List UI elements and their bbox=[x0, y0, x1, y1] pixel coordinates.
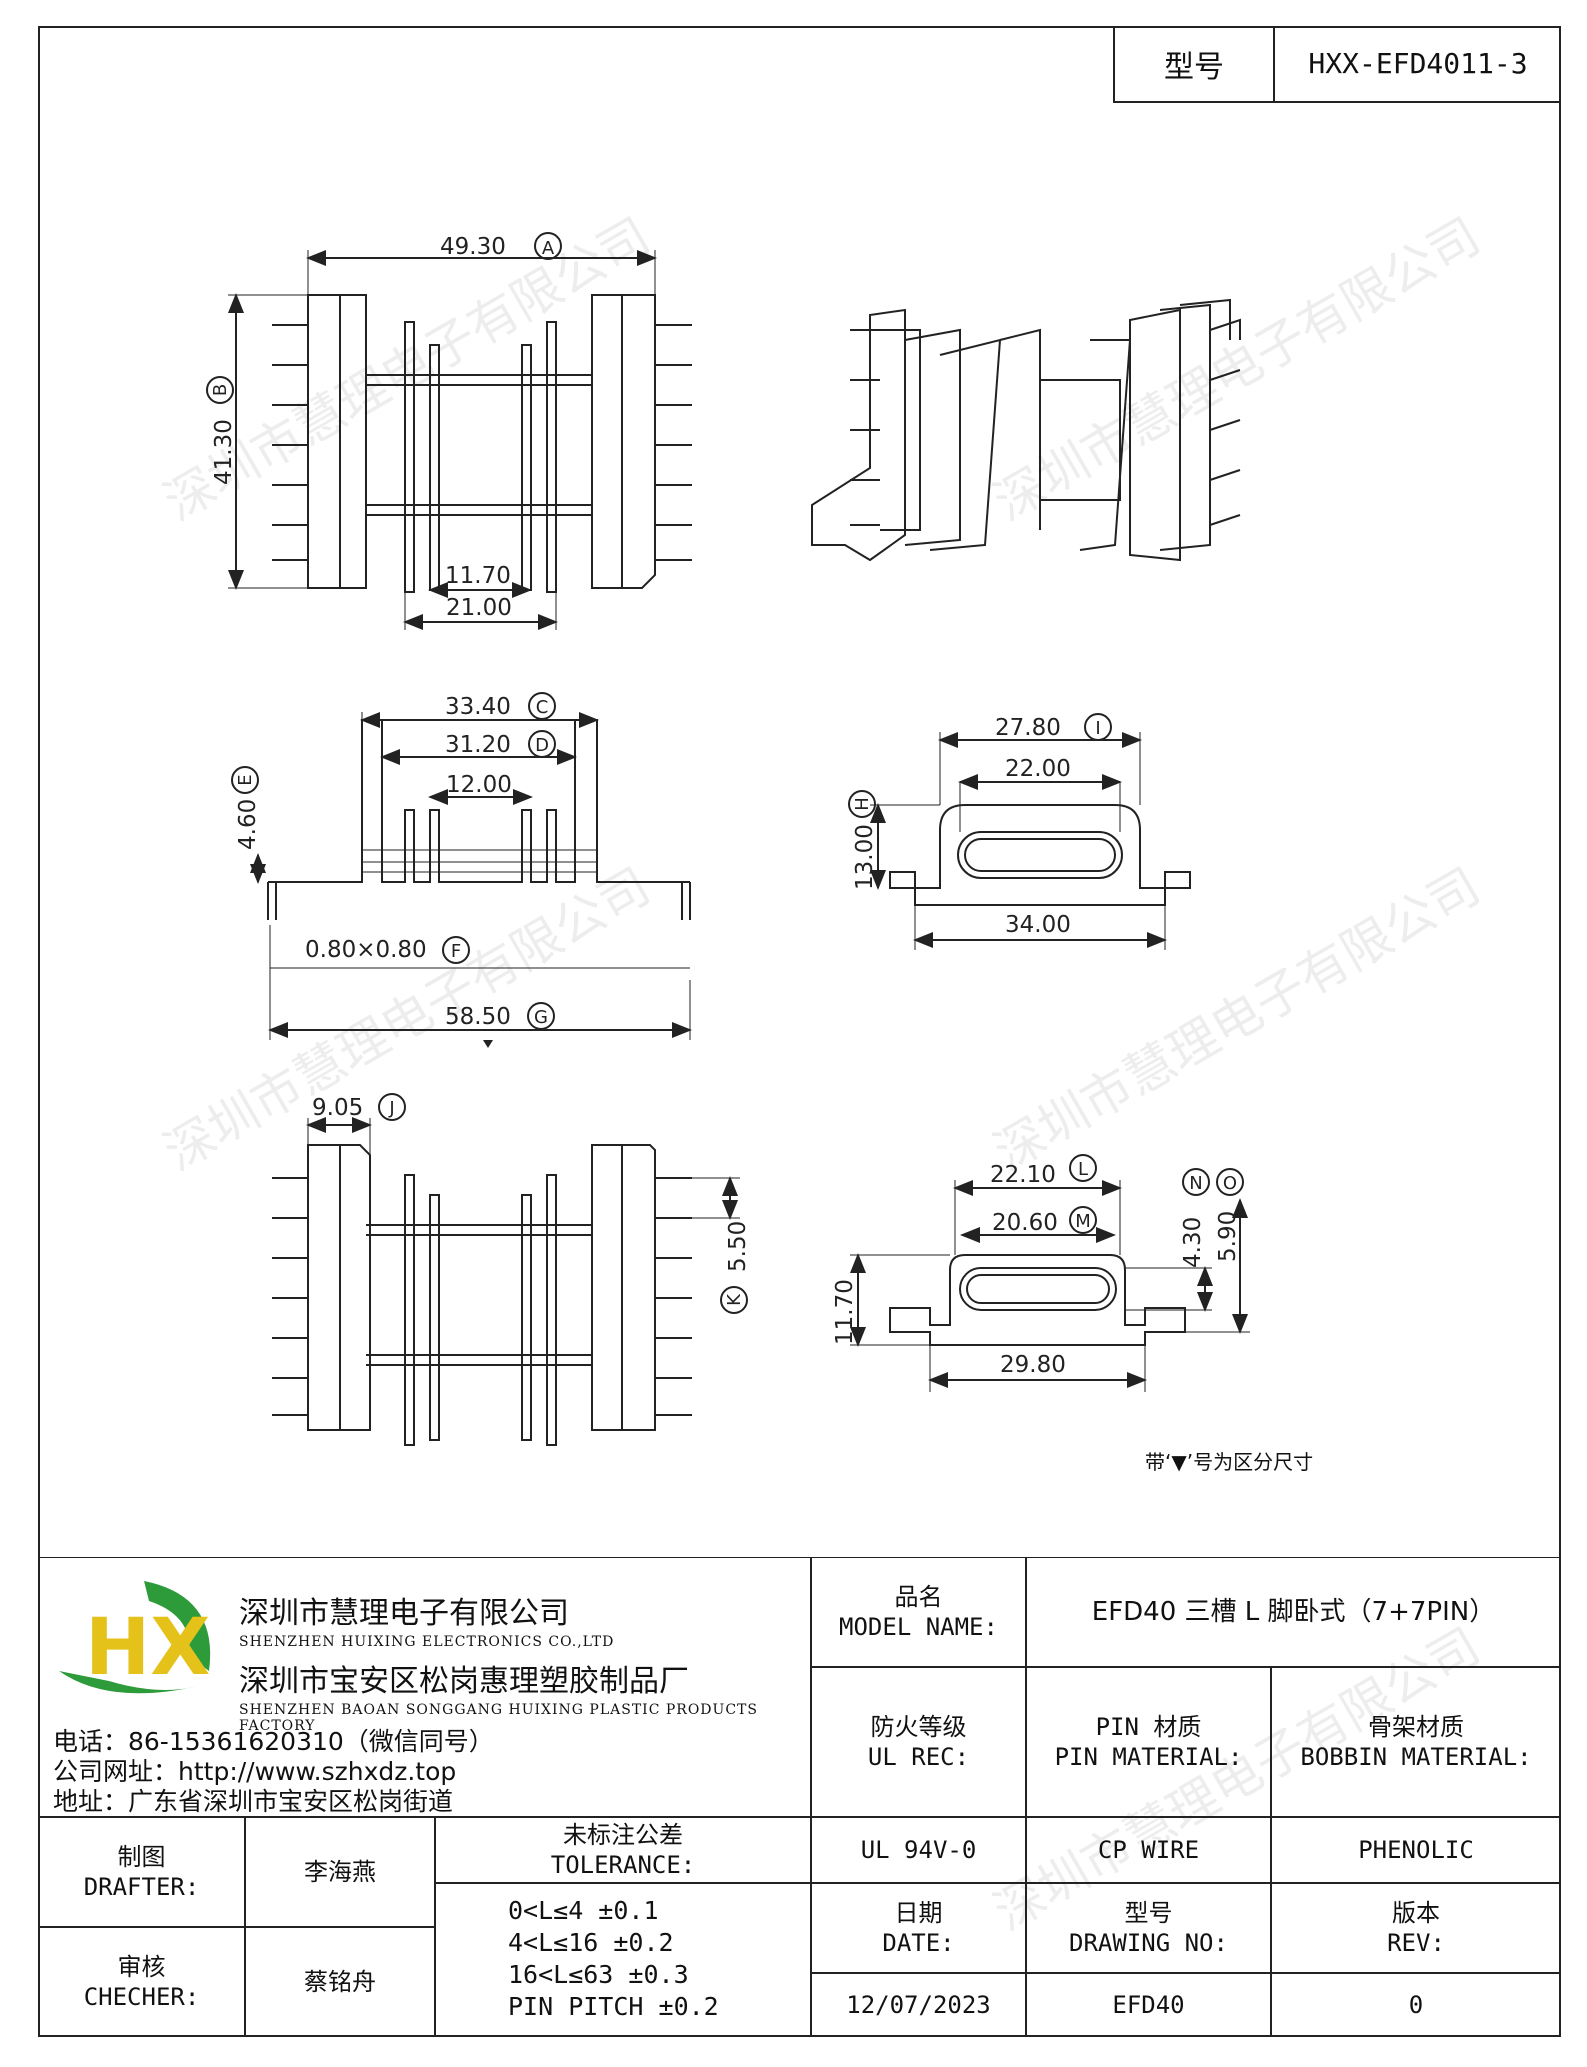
dim-11-70: 11.70 bbox=[445, 563, 511, 589]
pin-material-label: PIN 材质 PIN MATERIAL: bbox=[1026, 1667, 1271, 1817]
drafter-value: 李海燕 bbox=[245, 1817, 435, 1927]
tag-C: C bbox=[536, 697, 549, 718]
dim-D-value: 31.20 bbox=[445, 732, 511, 758]
model-number-box: 型号 HXX-EFD4011-3 bbox=[1113, 26, 1561, 103]
dim-H-value: 13.00 bbox=[852, 824, 878, 890]
model-value: HXX-EFD4011-3 bbox=[1308, 47, 1528, 80]
tag-L: L bbox=[1078, 1159, 1088, 1180]
tolerance-line: PIN PITCH ±0.2 bbox=[508, 1992, 719, 2021]
model-label: 型号 bbox=[1115, 26, 1275, 101]
tag-K: K bbox=[724, 1293, 745, 1306]
dim-O-value: 5.90 bbox=[1215, 1211, 1241, 1262]
drawing-no-label: 型号 DRAWING NO: bbox=[1026, 1883, 1271, 1973]
tag-J: J bbox=[388, 1098, 394, 1119]
technical-drawing: 49.30 11.70 21.00 41.30 A B bbox=[206, 232, 1250, 1446]
bottom-view: 9.05 5.50 J K bbox=[272, 1093, 751, 1446]
drafter-label: 制图 DRAFTER: bbox=[38, 1817, 245, 1927]
tolerance-line: 16<L≤63 ±0.3 bbox=[508, 1960, 689, 1989]
tag-E: E bbox=[235, 774, 256, 785]
reference-dimension-note: 带‘▼’号为区分尺寸 bbox=[1145, 1450, 1314, 1474]
company-name-1: 深圳市慧理电子有限公司 bbox=[239, 1596, 569, 1631]
end-view: 27.80 22.00 34.00 13.00 I H bbox=[848, 713, 1191, 950]
dim-21-00: 21.00 bbox=[446, 595, 512, 621]
company-phone: 电话：86-15361620310（微信同号） bbox=[53, 1727, 494, 1756]
bobbin-material-label: 骨架材质 BOBBIN MATERIAL: bbox=[1271, 1667, 1561, 1817]
ul-rec-label: 防火等级 UL REC: bbox=[811, 1667, 1026, 1817]
tag-O: O bbox=[1223, 1173, 1237, 1194]
tag-H: H bbox=[852, 797, 873, 811]
tag-G: G bbox=[534, 1007, 548, 1028]
company-website: 公司网址：http://www.szhxdz.top bbox=[53, 1757, 457, 1786]
dim-J-value: 9.05 bbox=[312, 1095, 363, 1121]
ul-value: UL 94V-0 bbox=[811, 1817, 1026, 1883]
company-info: HX 深圳市慧理电子有限公司 SHENZHEN HUIXING ELECTRON… bbox=[38, 1557, 811, 1817]
dim-22-00: 22.00 bbox=[1005, 756, 1071, 782]
tag-M: M bbox=[1075, 1211, 1091, 1232]
logo-text: HX bbox=[85, 1603, 210, 1693]
dim-E-value: 4.60 bbox=[235, 799, 261, 850]
dim-A-value: 49.30 bbox=[440, 234, 506, 260]
rev-label: 版本 REV: bbox=[1271, 1883, 1561, 1973]
tolerance-label: 未标注公差 TOLERANCE: bbox=[435, 1817, 811, 1883]
tolerance-lines: 0<L≤4 ±0.1 4<L≤16 ±0.2 16<L≤63 ±0.3 PIN … bbox=[508, 1895, 719, 2023]
bobbin-value: PHENOLIC bbox=[1271, 1817, 1561, 1883]
dim-29-80: 29.80 bbox=[1000, 1352, 1066, 1378]
tag-A: A bbox=[542, 238, 555, 259]
tag-F: F bbox=[451, 941, 461, 962]
dim-11-70b: 11.70 bbox=[832, 1279, 858, 1345]
company-name-2: 深圳市宝安区松岗惠理塑胶制品厂 bbox=[239, 1664, 689, 1699]
tag-B: B bbox=[210, 384, 231, 396]
title-block: HX 深圳市慧理电子有限公司 SHENZHEN HUIXING ELECTRON… bbox=[38, 1557, 1561, 2037]
rev-value: 0 bbox=[1271, 1973, 1561, 2037]
checker-value: 蔡铭舟 bbox=[245, 1927, 435, 2037]
dim-12-00: 12.00 bbox=[446, 772, 512, 798]
tolerance-line: 4<L≤16 ±0.2 bbox=[508, 1928, 674, 1957]
dim-K-value: 5.50 bbox=[725, 1221, 751, 1272]
model-name-value: EFD40 三槽 L 脚卧式（7+7PIN） bbox=[1026, 1557, 1561, 1667]
drawing-no-value: EFD40 bbox=[1026, 1973, 1271, 2037]
dim-M-value: 20.60 bbox=[992, 1210, 1058, 1236]
company-logo-icon: HX bbox=[59, 1581, 210, 1694]
dim-N-value: 4.30 bbox=[1180, 1217, 1206, 1268]
isometric-view bbox=[811, 298, 1241, 562]
slot-view: 22.10 20.60 29.80 11.70 4.30 5.90 L M N … bbox=[832, 1154, 1250, 1392]
company-address: 地址：广东省深圳市宝安区松岗街道 bbox=[53, 1787, 454, 1816]
tolerance-table bbox=[435, 1883, 811, 2037]
front-view: 49.30 11.70 21.00 41.30 A B bbox=[206, 232, 692, 630]
dim-C-value: 33.40 bbox=[445, 694, 511, 720]
dim-G-value: 58.50 bbox=[445, 1004, 511, 1030]
dim-F-value: 0.80×0.80 bbox=[305, 937, 427, 963]
dim-34-00: 34.00 bbox=[1005, 912, 1071, 938]
company-name-1-en: SHENZHEN HUIXING ELECTRONICS CO.,LTD bbox=[239, 1634, 615, 1650]
pin-value: CP WIRE bbox=[1026, 1817, 1271, 1883]
tolerance-line: 0<L≤4 ±0.1 bbox=[508, 1896, 659, 1925]
dim-I-value: 27.80 bbox=[995, 715, 1061, 741]
date-label: 日期 DATE: bbox=[811, 1883, 1026, 1973]
side-view: 33.40 31.20 12.00 4.60 0.80×0.80 58.50 C… bbox=[231, 692, 692, 1048]
tag-N: N bbox=[1189, 1173, 1202, 1194]
checker-label: 审核 CHECHER: bbox=[38, 1927, 245, 2037]
company-name-2-en: SHENZHEN BAOAN SONGGANG HUIXING PLASTIC … bbox=[239, 1702, 758, 1734]
date-value: 12/07/2023 bbox=[811, 1973, 1026, 2037]
dim-B-value: 41.30 bbox=[211, 419, 237, 485]
tag-D: D bbox=[535, 735, 549, 756]
dim-L-value: 22.10 bbox=[990, 1162, 1056, 1188]
tag-I: I bbox=[1095, 718, 1100, 739]
model-name-label: 品名 MODEL NAME: bbox=[811, 1557, 1026, 1667]
